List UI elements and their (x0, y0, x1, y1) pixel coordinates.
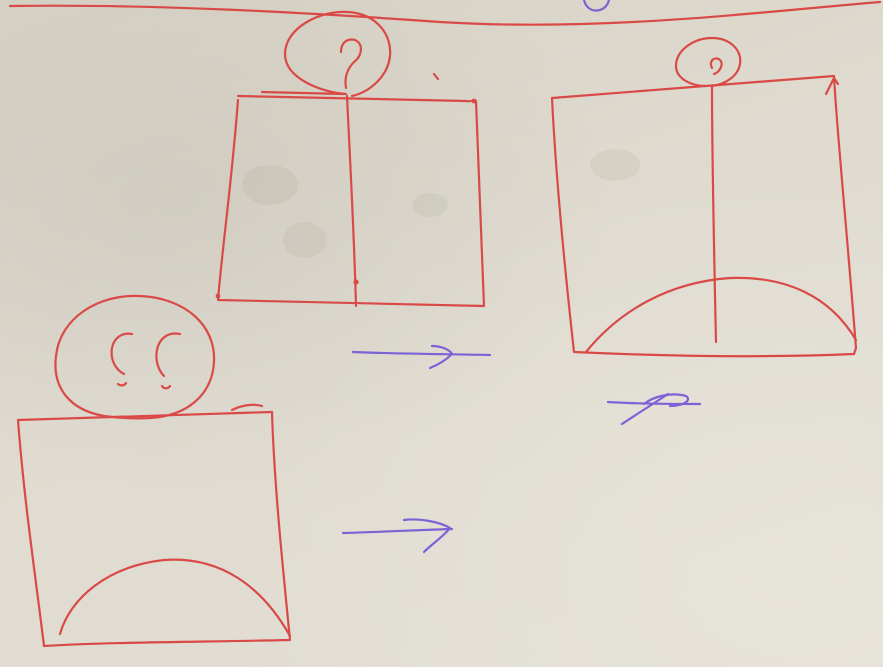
box-3-outline (18, 412, 290, 646)
box-3-top-flick (232, 405, 262, 410)
box-2-outline (552, 76, 856, 356)
top-edge-line (10, 2, 880, 25)
box-1-corner-dot (216, 294, 221, 299)
arrow-3 (343, 519, 452, 552)
top-edge-scribble (584, 0, 609, 11)
figure-box-with-face-and-arc (18, 296, 290, 646)
box-2-corner-tick (826, 78, 838, 94)
arrow-3-head (404, 519, 450, 552)
hook-tick (434, 74, 438, 79)
small-loop-outer (676, 38, 740, 86)
hook-loop-outer (285, 12, 390, 96)
box-1-top-dot (472, 99, 477, 104)
arrow-2 (608, 394, 700, 424)
box-2-arc (586, 278, 856, 352)
box-1-center-line (347, 96, 356, 306)
arrow-1-shaft (353, 352, 490, 355)
face-circle (55, 296, 214, 419)
paper-smudges (242, 149, 640, 258)
box-2-center-line (712, 86, 716, 342)
face-eye-right (156, 334, 180, 389)
figure-box-with-hook-loop (216, 12, 484, 306)
arrow-1-head (430, 346, 452, 368)
small-loop-inner-swirl (711, 58, 722, 74)
arrow-1 (353, 346, 490, 368)
box-1-center-dot (353, 279, 358, 284)
face-eye-left (112, 334, 132, 386)
arrow-3-shaft (343, 529, 452, 533)
hook-question-mark (341, 40, 361, 89)
figure-box-with-small-loop-and-arc (552, 38, 856, 356)
arrow-2-cross (622, 394, 668, 424)
box-3-arc (60, 560, 290, 636)
